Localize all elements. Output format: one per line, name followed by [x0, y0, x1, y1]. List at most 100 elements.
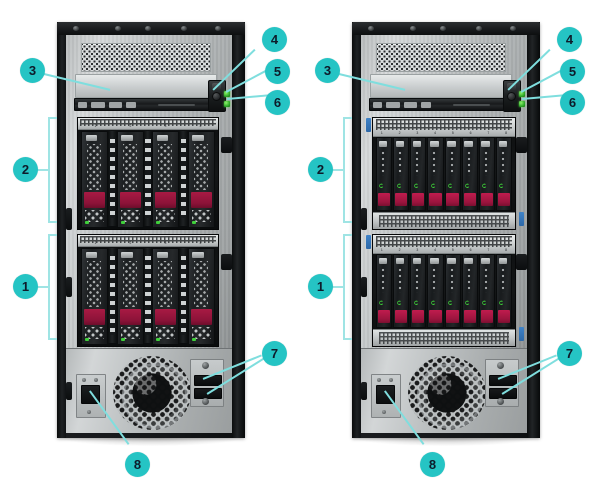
odd-dvd-label-icon — [91, 101, 105, 108]
drive-latch-rail[interactable] — [179, 131, 188, 226]
drive-cage-lower[interactable]: 1 2 3 4 — [77, 234, 219, 347]
callout-3-right[interactable]: 3 — [315, 58, 340, 83]
drive-lff[interactable] — [81, 248, 109, 345]
callout-6-left[interactable]: 6 — [265, 90, 290, 115]
bracket-stub — [37, 286, 48, 288]
callout-2-right[interactable]: 2 — [308, 157, 333, 182]
odd-eject-slot[interactable] — [157, 103, 196, 106]
drive-latch-rail[interactable] — [143, 131, 153, 226]
drive-lff[interactable] — [116, 248, 144, 345]
drive-sff[interactable] — [376, 254, 393, 328]
drive-sff[interactable] — [410, 137, 427, 211]
drive-latch-rail[interactable] — [108, 131, 117, 226]
callout-7-right[interactable]: 7 — [557, 341, 582, 366]
callout-label: 1 — [316, 279, 325, 294]
odd-eject-slot[interactable] — [452, 103, 491, 106]
drive-label-icon — [156, 134, 169, 142]
odd-rw-label-icon — [404, 101, 417, 108]
drive-label-icon — [378, 140, 388, 148]
drive-cage-lower[interactable]: 1 2 3 4 5 6 7 8 — [372, 234, 516, 347]
drive-bay-number: 2 — [129, 124, 132, 128]
callout-6-right[interactable]: 6 — [560, 90, 585, 115]
server-left[interactable]: 1 2 3 4 — [57, 22, 245, 446]
psu-screw-icon — [377, 378, 381, 382]
drive-sff[interactable] — [495, 137, 512, 211]
power-button[interactable] — [507, 92, 516, 101]
drive-bay-number: 8 — [505, 248, 508, 252]
drive-latch-rail[interactable] — [143, 248, 153, 343]
drive-vent-slots — [193, 144, 208, 190]
power-button[interactable] — [212, 92, 221, 101]
drive-latch-grip — [156, 209, 176, 223]
drive-sff[interactable] — [410, 254, 427, 328]
bracket-spine — [343, 234, 345, 340]
drive-latch-rail[interactable] — [179, 248, 188, 343]
drive-vent-slots — [482, 267, 489, 294]
psu-latch-icon[interactable] — [382, 410, 386, 414]
drive-sff[interactable] — [393, 137, 410, 211]
callout-label: 6 — [273, 95, 282, 110]
cage-release-tab[interactable] — [366, 118, 371, 132]
optical-drive-bay[interactable] — [369, 98, 514, 111]
drive-lff[interactable] — [116, 131, 144, 228]
drive-bay-number: 7 — [487, 131, 490, 135]
drive-row-lower — [81, 248, 215, 345]
callout-label: 6 — [568, 95, 577, 110]
cage-release-tab[interactable] — [519, 212, 524, 226]
power-supply[interactable] — [76, 374, 106, 418]
power-supply[interactable] — [371, 374, 401, 418]
drive-lff[interactable] — [152, 131, 180, 228]
bracket-tick-bottom — [343, 221, 352, 223]
drive-vent-slots — [397, 150, 403, 177]
callout-5-left[interactable]: 5 — [265, 59, 290, 84]
cage-release-tab[interactable] — [519, 327, 524, 341]
cage-release-tab[interactable] — [366, 235, 371, 249]
io-screw-icon — [497, 362, 504, 369]
drive-latch-rail[interactable] — [108, 248, 117, 343]
callout-1-right[interactable]: 1 — [308, 274, 333, 299]
rear-io-bracket[interactable] — [190, 359, 224, 407]
callout-2-left[interactable]: 2 — [13, 157, 38, 182]
side-vent-upper — [361, 208, 367, 230]
callout-1-left[interactable]: 1 — [13, 274, 38, 299]
health-led-icon — [224, 91, 230, 97]
side-vent-mid — [361, 277, 367, 297]
drive-lff[interactable] — [81, 131, 109, 228]
drive-sff[interactable] — [461, 137, 478, 211]
callout-4-right[interactable]: 4 — [557, 27, 582, 52]
bracket-spine — [343, 117, 345, 223]
drive-row-lower — [376, 254, 512, 328]
drive-latch-grip — [191, 209, 211, 223]
server-right[interactable]: 1 2 3 4 5 6 7 8 — [352, 22, 540, 446]
psu-latch-icon[interactable] — [87, 410, 91, 414]
callout-8-left[interactable]: 8 — [125, 452, 150, 477]
drive-sff[interactable] — [444, 254, 461, 328]
drive-sff[interactable] — [495, 254, 512, 328]
drive-lff[interactable] — [187, 131, 215, 228]
drive-sff[interactable] — [427, 137, 444, 211]
drive-lff[interactable] — [152, 248, 180, 345]
drive-sff[interactable] — [376, 137, 393, 211]
drive-sff[interactable] — [478, 254, 495, 328]
drive-cage-upper[interactable]: 1 2 3 4 — [77, 117, 219, 230]
rear-io-bracket[interactable] — [485, 359, 519, 407]
drive-vent-slots — [499, 150, 506, 177]
callout-8-right[interactable]: 8 — [420, 452, 445, 477]
drive-sff[interactable] — [461, 254, 478, 328]
drive-color-band — [412, 310, 425, 323]
drive-cage-upper[interactable]: 1 2 3 4 5 6 7 8 — [372, 117, 516, 230]
callout-5-right[interactable]: 5 — [560, 59, 585, 84]
drive-sff[interactable] — [444, 137, 461, 211]
drive-label-icon — [85, 251, 98, 259]
drive-sff[interactable] — [478, 137, 495, 211]
drive-lff[interactable] — [187, 248, 215, 345]
callout-4-left[interactable]: 4 — [262, 27, 287, 52]
drive-sff[interactable] — [427, 254, 444, 328]
drive-color-band — [377, 310, 391, 323]
drive-latch-grip — [85, 326, 105, 340]
psu-screw-icon — [94, 378, 98, 382]
callout-3-left[interactable]: 3 — [20, 58, 45, 83]
drive-sff[interactable] — [393, 254, 410, 328]
optical-drive-bay[interactable] — [74, 98, 219, 111]
callout-7-left[interactable]: 7 — [262, 341, 287, 366]
